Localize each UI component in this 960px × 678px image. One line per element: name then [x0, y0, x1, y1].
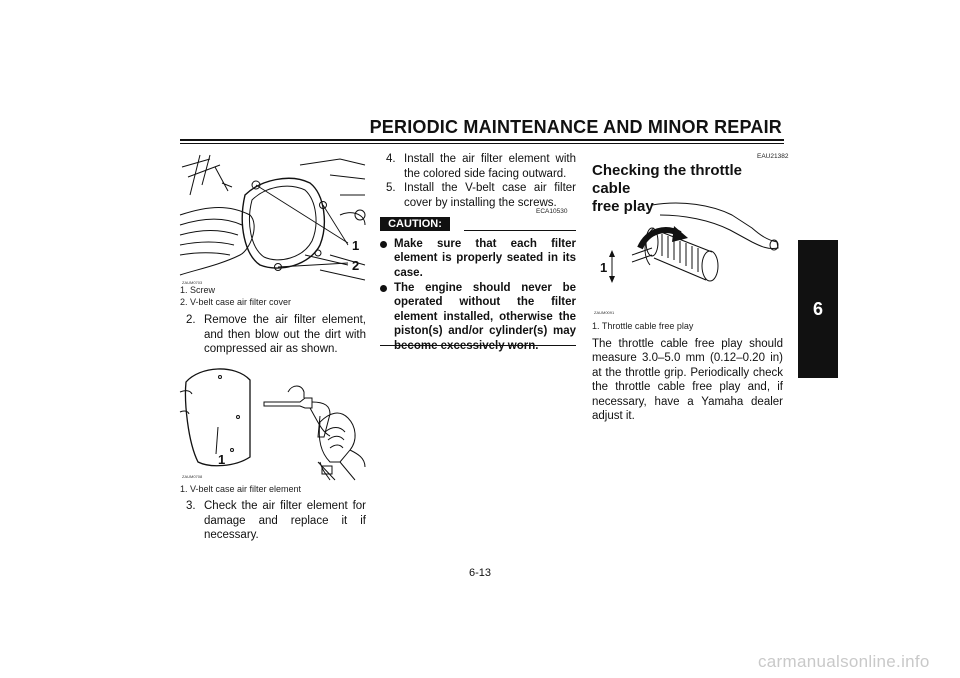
figure-label-2: 2 [352, 258, 360, 273]
step-number: 4. [386, 153, 396, 165]
step-number: 3. [186, 500, 196, 512]
figure-throttle-grip: 1 ZAUM0091 [592, 200, 782, 315]
section-title: Checking the throttle cable free play [592, 162, 782, 216]
caution-label: CAUTION: [380, 217, 450, 231]
figure-caption-1: 1. V-belt case air filter element [180, 484, 302, 494]
step-item: 2. Remove the air filter element, and th… [186, 313, 366, 357]
figure-caption-1: 1. Throttle cable free play [592, 321, 694, 331]
section-title-line: free play [592, 198, 654, 215]
section-code: EAU21382 [757, 153, 789, 160]
air-filter-cover-illustration [179, 154, 366, 281]
watermark: carmanualsonline.info [758, 652, 930, 671]
chapter-tab: 6 [798, 240, 838, 378]
header-rule-thin [180, 143, 784, 144]
step-text: Check the air filter element for damage … [204, 500, 366, 541]
figure-code: ZAUM0703 [182, 280, 203, 285]
figure-air-filter-cover: 1 2 ZAUM0703 [179, 154, 366, 285]
caution-top-rule [464, 230, 576, 231]
figure-label-1: 1 [352, 238, 360, 253]
caution-item-text: Make sure that each filter element is pr… [394, 238, 576, 279]
caution-item: The engine should never be operated with… [380, 281, 576, 353]
step-number: 5. [386, 182, 396, 194]
step-item: 3. Check the air filter element for dama… [186, 499, 366, 543]
figure-label-1: 1 [600, 260, 608, 275]
bullet-icon [380, 285, 387, 292]
figure-label-1: 1 [218, 452, 226, 467]
page-title: PERIODIC MAINTENANCE AND MINOR REPAIR [369, 117, 782, 137]
step-text: Remove the air filter element, and then … [204, 314, 366, 355]
body-paragraph: The throttle cable free play should meas… [592, 338, 783, 423]
throttle-grip-illustration [609, 202, 779, 283]
caution-item: Make sure that each filter element is pr… [380, 237, 576, 280]
figure-air-filter-element: 1 ZAUM0708 [179, 362, 366, 481]
caution-code: ECA10530 [536, 208, 568, 215]
caution-bottom-rule [380, 345, 576, 346]
figure-caption-2: 2. V-belt case air filter cover [180, 297, 292, 307]
step-number: 2. [186, 314, 196, 326]
step-text: Install the air filter element with the … [404, 153, 576, 180]
section-title-line: Checking the throttle cable [592, 162, 743, 197]
step-item: 5. Install the V-belt case air filter co… [386, 181, 576, 210]
figure-code: ZAUM0091 [594, 310, 615, 315]
page-number: 6-13 [468, 567, 492, 579]
step-item: 4. Install the air filter element with t… [386, 152, 576, 181]
filter-element-and-air-gun-illustration [179, 368, 366, 481]
step-text: Install the V-belt case air filter cover… [404, 182, 576, 209]
figure-code: ZAUM0708 [182, 474, 203, 479]
figure-caption-1: 1. Screw [180, 285, 216, 295]
caution-item-text: The engine should never be operated with… [394, 282, 576, 352]
header-rule [180, 139, 784, 141]
bullet-icon [380, 241, 387, 248]
